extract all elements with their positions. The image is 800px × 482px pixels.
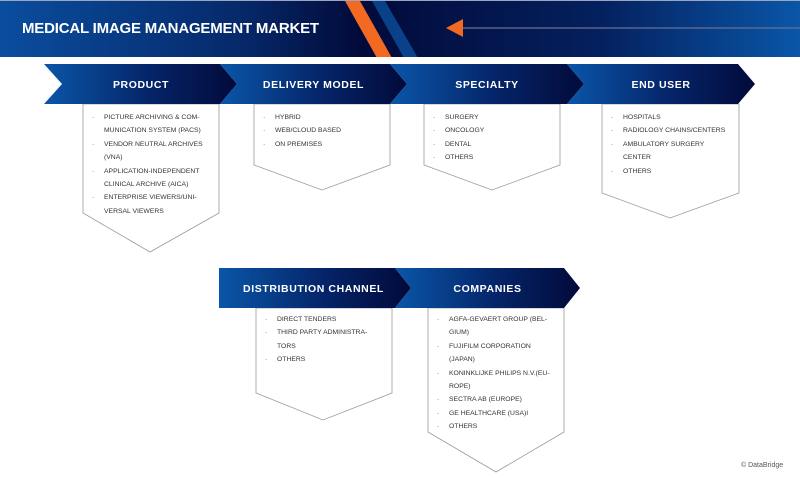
segment-title-product: PRODUCT xyxy=(112,79,170,91)
list-item: GE HEALTHCARE (USA)I xyxy=(437,407,562,421)
blue-stripe xyxy=(372,1,418,57)
list-item: HYBRID xyxy=(263,111,387,125)
specialty-list: SURGERYONCOLOGYDENTALOTHERS xyxy=(433,111,557,165)
list-item: ON PREMISES xyxy=(263,138,387,152)
companies-chevron xyxy=(395,268,580,308)
specialty-chevron xyxy=(390,64,584,104)
list-item: AGFA-GEVAERT GROUP (BEL- GIUM) xyxy=(437,313,562,340)
segment-title-companies: COMPANIES xyxy=(453,283,522,295)
companies-list: AGFA-GEVAERT GROUP (BEL- GIUM)FUJIFILM C… xyxy=(437,313,562,434)
page-title: MEDICAL IMAGE MANAGEMENT MARKET xyxy=(22,20,319,37)
list-item: SECTRA AB (EUROPE) xyxy=(437,393,562,407)
end-user-list: HOSPITALSRADIOLOGY CHAINS/CENTERSAMBULAT… xyxy=(611,111,737,178)
list-item: RADIOLOGY CHAINS/CENTERS xyxy=(611,124,737,138)
orange-stripe xyxy=(345,1,392,57)
distribution-channel-list: DIRECT TENDERSTHIRD PARTY ADMINISTRA- TO… xyxy=(265,313,389,367)
list-item: OTHERS xyxy=(437,420,562,434)
product-list: PICTURE ARCHIVING & COM- MUNICATION SYST… xyxy=(92,111,216,218)
list-item: DENTAL xyxy=(433,138,557,152)
list-item: OTHERS xyxy=(611,165,737,179)
list-item: DIRECT TENDERS xyxy=(265,313,389,327)
list-item: OTHERS xyxy=(433,151,557,165)
list-item: OTHERS xyxy=(265,353,389,367)
list-item: APPLICATION-INDEPENDENT CLINICAL ARCHIVE… xyxy=(92,165,216,192)
copyright: © DataBridge xyxy=(741,462,784,469)
list-item: THIRD PARTY ADMINISTRA- TORS xyxy=(265,326,389,353)
segment-title-distribution-channel: DISTRIBUTION CHANNEL xyxy=(243,283,384,295)
segment-title-specialty: SPECIALTY xyxy=(455,79,519,91)
list-item: KONINKLIJKE PHILIPS N.V.(EU- ROPE) xyxy=(437,367,562,394)
list-item: HOSPITALS xyxy=(611,111,737,125)
distribution-channel-chevron xyxy=(219,268,411,308)
list-item: SURGERY xyxy=(433,111,557,125)
delivery-model-chevron xyxy=(220,64,407,104)
list-item: FUJIFILM CORPORATION (JAPAN) xyxy=(437,340,562,367)
list-item: PICTURE ARCHIVING & COM- MUNICATION SYST… xyxy=(92,111,216,138)
list-item: ENTERPRISE VIEWERS/UNI- VERSAL VIEWERS xyxy=(92,191,216,218)
list-item: AMBULATORY SURGERY CENTER xyxy=(611,138,737,165)
header-decoration xyxy=(345,1,800,57)
segment-title-end-user: END USER xyxy=(631,79,691,91)
end-user-chevron xyxy=(567,64,755,104)
product-chevron xyxy=(44,64,237,104)
segment-title-delivery-model: DELIVERY MODEL xyxy=(262,79,365,91)
list-item: ONCOLOGY xyxy=(433,124,557,138)
delivery-model-list: HYBRIDWEB/CLOUD BASEDON PREMISES xyxy=(263,111,387,152)
header-banner: MEDICAL IMAGE MANAGEMENT MARKET xyxy=(0,0,800,57)
arrow-left-icon xyxy=(446,19,463,37)
list-item: WEB/CLOUD BASED xyxy=(263,124,387,138)
list-item: VENDOR NEUTRAL ARCHIVES (VNA) xyxy=(92,138,216,165)
